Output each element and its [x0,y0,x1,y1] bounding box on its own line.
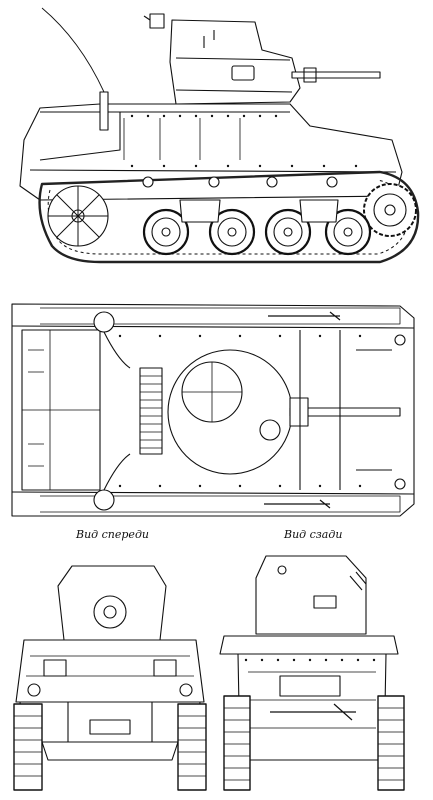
front-track-right [178,704,206,790]
rear-hull-plate [238,654,386,760]
sprocket-wheel [364,184,416,236]
road-wheel-3 [266,210,310,254]
idler-wheel [48,186,108,246]
front-headlight-left [28,684,40,696]
top-rivets [118,334,362,488]
front-headlight-right [180,684,192,696]
rear-track-left [224,696,250,790]
rear-view [220,556,404,790]
top-track-right [40,496,400,512]
return-roller-4 [327,177,337,187]
front-track-left [14,704,42,790]
hull-rivets [130,114,358,168]
suspension-bogie-1 [180,200,220,222]
front-view [14,566,206,790]
side-hull [20,104,402,200]
rear-rivets [244,658,376,662]
return-roller-1 [143,177,153,187]
rear-track-right [378,696,404,790]
road-wheel-2 [210,210,254,254]
return-roller-3 [267,177,277,187]
fender-tools [264,312,340,508]
top-track-left [40,308,400,324]
radio-antenna [42,8,104,92]
engine-grille [140,368,162,454]
turret-periscope [150,14,164,28]
front-gun-mantlet [94,596,126,628]
road-wheel-1 [144,210,188,254]
top-view [12,304,414,516]
return-roller-2 [209,177,219,187]
rear-stowed-tools [270,704,356,720]
road-wheel-4 [326,210,370,254]
side-track [40,172,419,262]
front-glacis [16,640,204,702]
side-view [20,8,418,262]
rear-upper-hull [220,636,398,654]
top-turret [168,350,292,474]
rear-view-label: Вид сзади [284,528,343,541]
side-turret [170,20,300,104]
main-gun [292,72,380,78]
suspension-bogie-2 [300,200,338,222]
rear-turret [256,556,366,634]
front-view-label: Вид спереди [76,528,149,541]
front-lower-hull [20,702,200,742]
